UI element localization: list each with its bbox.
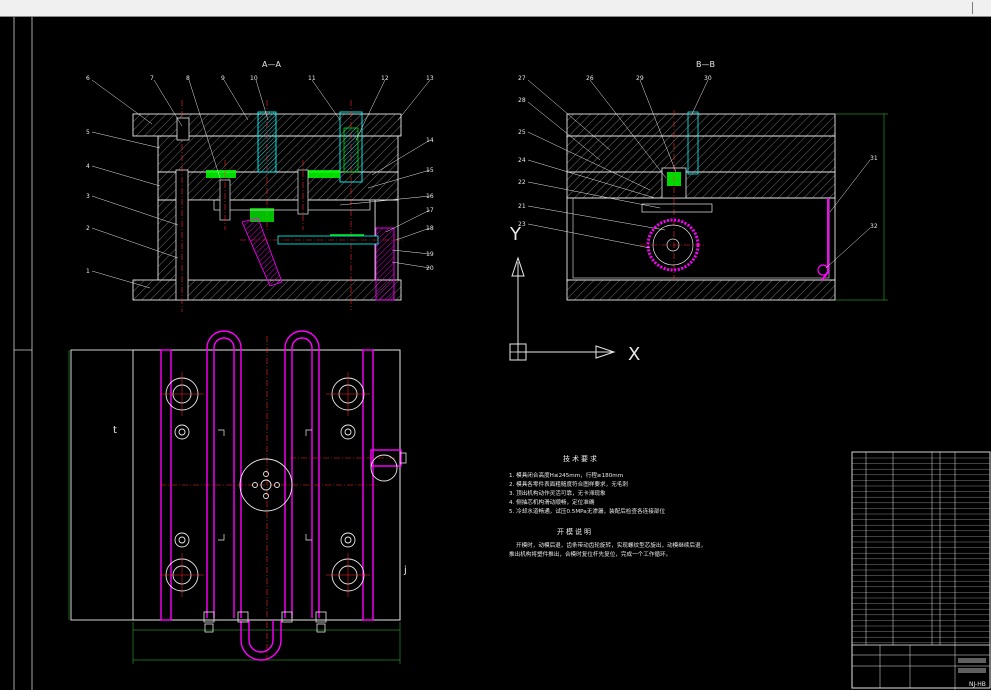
cad-model-space[interactable]: A—A [0,17,991,690]
callout-28: 28 [518,97,526,104]
plan-right-mark: j [403,565,407,576]
toolbar-grip[interactable] [972,2,973,14]
ucs-x-label: X [628,344,640,365]
callout-21: 21 [518,203,526,210]
callout-11: 11 [308,75,316,82]
callout-10: 10 [250,75,258,82]
callout-23: 23 [518,221,526,228]
callout-18: 18 [426,225,434,232]
callout-17: 17 [426,207,434,214]
drawing-number: NJ-HB [969,681,986,688]
section-bb-title: B—B [696,60,715,69]
callout-8: 8 [186,75,190,82]
callout-27: 27 [518,75,526,82]
callout-20: 20 [426,265,434,272]
section-bb-view[interactable]: B—B [518,60,888,301]
callout-29: 29 [636,75,644,82]
callout-1: 1 [86,268,90,275]
tech-item-5: 5. 冷却水道畅通，试压0.5MPa无渗漏，装配后检查各连接部位 [509,507,665,515]
top-toolbar-strip [0,0,991,17]
callout-26: 26 [586,75,594,82]
title-block-bom[interactable]: NJ-HB [851,451,991,690]
tech-item-4: 4. 侧抽芯机构滑动顺畅，定位准确 [509,498,595,506]
callout-4: 4 [86,163,90,170]
callout-5: 5 [86,129,90,136]
section-aa-view[interactable]: A—A [86,60,434,312]
plan-view[interactable]: t j [68,330,407,664]
callout-30: 30 [704,75,712,82]
callout-16: 16 [426,193,434,200]
callout-2: 2 [86,225,90,232]
callout-7: 7 [150,75,154,82]
section-aa-title: A—A [262,60,281,69]
drawing-frame [13,17,33,690]
work-line-1: 开模时，动模后退，齿条带动齿轮旋转，实现螺纹型芯旋出，动模继续后退， [516,541,706,549]
plan-left-mark: t [113,425,117,436]
ucs-icon: X Y [509,224,640,365]
callout-14: 14 [426,137,434,144]
callout-19: 19 [426,251,434,258]
callout-3: 3 [86,193,90,200]
callout-32: 32 [870,223,878,230]
tech-item-3: 3. 顶出机构动作灵活可靠，无卡滞现象 [509,489,606,497]
work-line-2: 推出机构将塑件推出，合模时复位杆先复位，完成一个工作循环。 [509,550,671,558]
callout-9: 9 [221,75,225,82]
callout-24: 24 [518,157,526,164]
work-title: 开模说明 [557,527,593,536]
section-bb-callouts: 27 28 25 24 22 21 23 26 29 30 31 32 [518,75,878,230]
callout-15: 15 [426,167,434,174]
tech-title: 技术要求 [563,454,599,463]
ucs-y-label: Y [509,224,522,245]
callout-6: 6 [86,75,90,82]
callout-25: 25 [518,129,526,136]
callout-31: 31 [870,155,878,162]
callout-13: 13 [426,75,434,82]
callout-22: 22 [518,179,526,186]
tech-item-2: 2. 模具各零件表面粗糙度符合图样要求，无毛刺 [509,480,628,488]
technical-requirements: 技术要求 1. 模具闭合高度H≤245mm，行程≥180mm 2. 模具各零件表… [509,454,706,558]
tech-item-1: 1. 模具闭合高度H≤245mm，行程≥180mm [509,471,623,479]
section-aa-callouts: 1 2 3 4 5 6 7 8 9 10 11 12 13 14 15 16 1… [86,75,434,275]
callout-12: 12 [381,75,389,82]
